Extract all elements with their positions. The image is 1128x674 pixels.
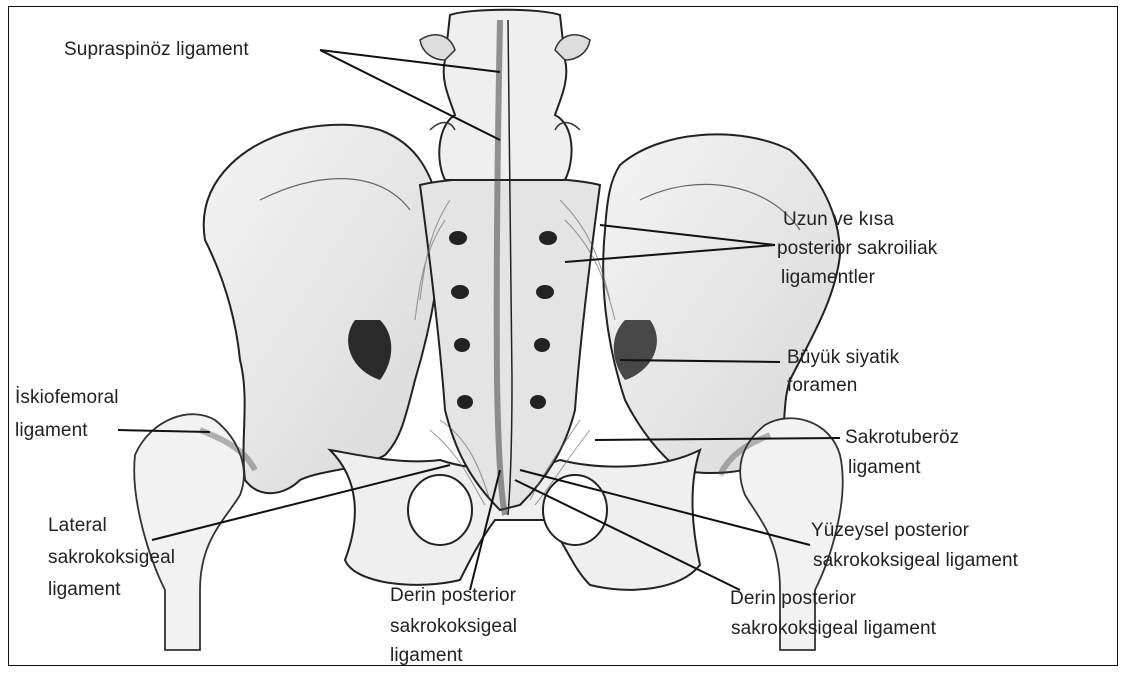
- label-iskio-line2: ligament: [15, 418, 88, 444]
- label-lateral-line1: Lateral: [48, 513, 107, 539]
- label-derin-left-line3: ligament: [390, 643, 463, 669]
- label-yuzeysel-line2: sakrokoksigeal ligament: [813, 548, 1018, 574]
- label-sakrotub-line1: Sakrotuberöz: [845, 425, 959, 451]
- label-buyuk-line1: Büyük siyatik: [787, 345, 899, 371]
- label-derin-right-line1: Derin posterior: [730, 586, 856, 612]
- label-uzun-line1: Uzun ve kısa: [783, 207, 894, 233]
- label-yuzeysel-line1: Yüzeysel posterior: [811, 518, 969, 544]
- label-derin-left-line1: Derin posterior: [390, 583, 516, 609]
- left-femur: [134, 414, 244, 650]
- label-derin-left-line2: sakrokoksigeal: [390, 614, 517, 640]
- label-buyuk-line2: foramen: [787, 373, 857, 399]
- label-supraspinoz: Supraspinöz ligament: [64, 37, 249, 63]
- label-derin-right-line2: sakrokoksigeal ligament: [731, 616, 936, 642]
- label-iskio-line1: İskiofemoral: [15, 385, 119, 411]
- label-uzun-line3: ligamentler: [781, 265, 875, 291]
- lumbar-vertebrae: [439, 10, 571, 180]
- label-sakrotub-line2: ligament: [848, 455, 921, 481]
- label-uzun-line2: posterior sakroiliak: [777, 236, 937, 262]
- label-lateral-line3: ligament: [48, 577, 121, 603]
- label-lateral-line2: sakrokoksigeal: [48, 545, 175, 571]
